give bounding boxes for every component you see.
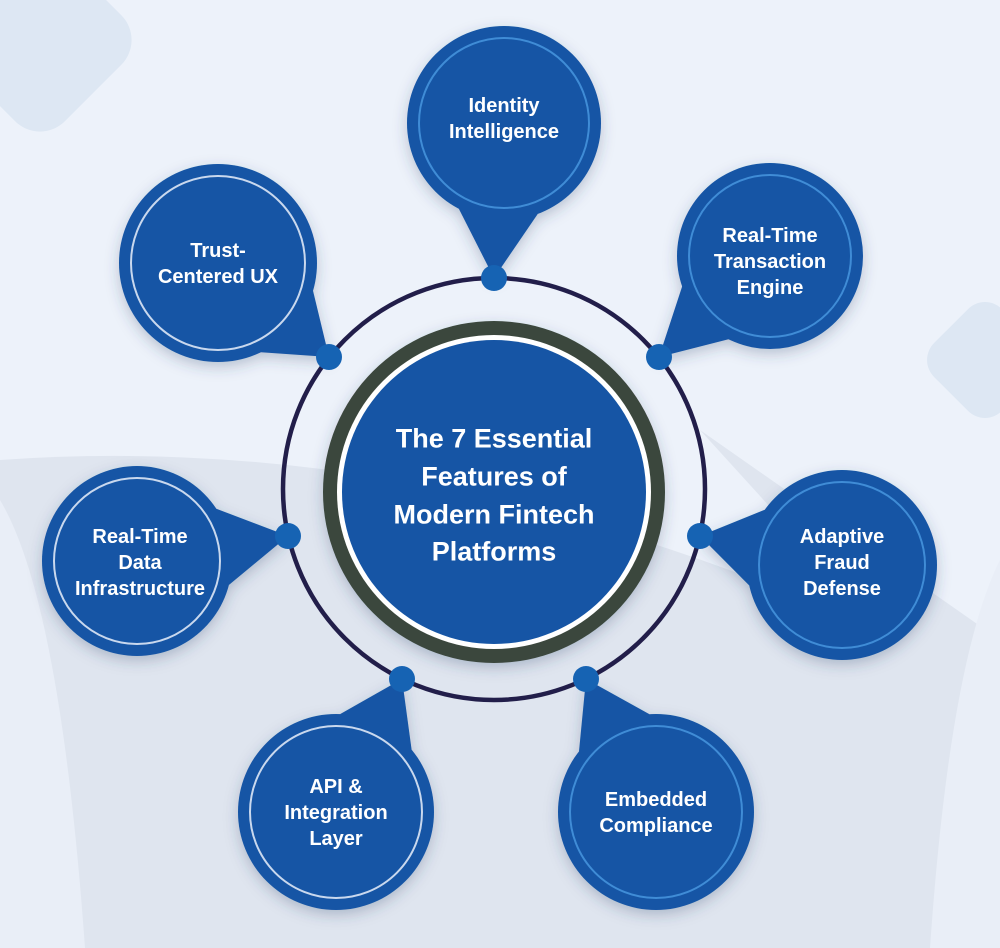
orbit-dot-bottom-left — [389, 666, 415, 692]
background-highlight-bottom-left — [0, 500, 85, 948]
bubble-inner-ring-embedded-compliance — [569, 725, 743, 899]
bubble-circle-api-integration-layer — [238, 714, 434, 910]
bubble-tail-real-time-data-infrastructure — [216, 508, 288, 585]
orbit-dot-bottom-right — [573, 666, 599, 692]
bubble-tail-identity-intelligence — [458, 208, 538, 278]
bubble-inner-ring-trust-centered-ux — [130, 175, 306, 351]
bubble-inner-ring-api-integration-layer — [249, 725, 423, 899]
orbit-dots — [275, 265, 713, 692]
bubble-inner-ring-real-time-transaction-engine — [688, 174, 852, 338]
bubble-circle-adaptive-fraud-defense — [747, 470, 937, 660]
orbit-dot-top-right — [646, 344, 672, 370]
bubble-adaptive-fraud-defense — [700, 470, 937, 660]
orbit-dot-top-left — [316, 344, 342, 370]
bubble-tail-api-integration-layer — [340, 679, 412, 750]
bubble-circle-real-time-data-infrastructure — [42, 466, 232, 656]
bubble-circle-real-time-transaction-engine — [677, 163, 863, 349]
bubble-circle-trust-centered-ux — [119, 164, 317, 362]
bubble-inner-ring-identity-intelligence — [418, 37, 590, 209]
center-circle-group — [323, 321, 665, 663]
bubble-circle-embedded-compliance — [558, 714, 754, 910]
bubble-tail-embedded-compliance — [579, 679, 650, 752]
background-highlight-bottom-right — [930, 560, 1000, 948]
bubble-tail-real-time-transaction-engine — [659, 283, 735, 357]
deco-rounded-square-right — [927, 302, 1000, 418]
center-circle — [342, 340, 646, 644]
bubble-circle-identity-intelligence — [407, 26, 601, 220]
deco-rounded-square-top-left — [0, 0, 132, 132]
bubble-trust-centered-ux — [119, 164, 329, 362]
bubble-real-time-data-infrastructure — [42, 466, 288, 656]
bubble-real-time-transaction-engine — [659, 163, 863, 357]
bubble-inner-ring-adaptive-fraud-defense — [758, 481, 926, 649]
bubble-api-integration-layer — [238, 679, 434, 910]
orbit-dot-left — [275, 523, 301, 549]
orbit-dot-right — [687, 523, 713, 549]
orbit-dot-top — [481, 265, 507, 291]
bubble-embedded-compliance — [558, 679, 754, 910]
bubble-inner-ring-real-time-data-infrastructure — [53, 477, 221, 645]
bubble-identity-intelligence — [407, 26, 601, 278]
